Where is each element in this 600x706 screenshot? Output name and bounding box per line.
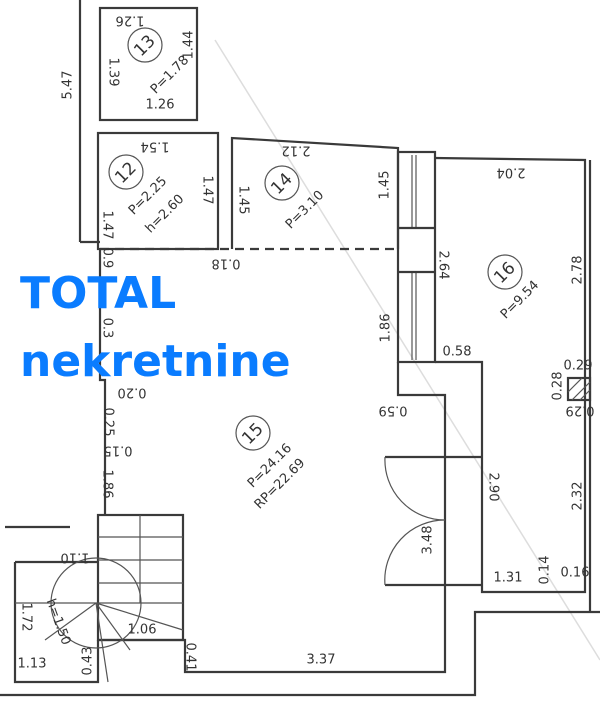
watermark-line2: nekretnine	[20, 336, 291, 387]
scan-line	[214, 39, 600, 661]
dimension-label: 1.10	[61, 550, 90, 565]
dimension-label: 1.54	[141, 139, 170, 154]
dimension-label: 0.3	[100, 318, 115, 339]
dimension-label: 1.06	[128, 623, 157, 638]
room-number: 13	[130, 31, 159, 60]
room-number: 16	[490, 258, 519, 287]
dimension-label: 1.86	[379, 314, 394, 343]
room-14-badge	[264, 165, 300, 201]
dimension-label: 5.47	[61, 71, 76, 100]
room-12-outline	[96, 131, 220, 251]
dimension-label: 2.90	[486, 473, 501, 502]
dimension-label: 1.13	[18, 657, 47, 672]
dimension-label: 1.26	[116, 13, 145, 28]
dimension-label: 2.12	[282, 143, 311, 158]
dimension-label: 1.47	[200, 176, 215, 205]
dimension-label: 1.39	[106, 58, 121, 87]
dimension-label: 0.16	[561, 566, 590, 581]
dimension-label: 0.14	[538, 556, 553, 585]
room-13-outline	[98, 6, 199, 122]
dimension-label: 2.64	[436, 251, 451, 280]
dimension-labels: 1.26 1.39 1.44 1.26 5.47 1.54 1.47 1.47 2.12 1.45…	[18, 13, 595, 676]
watermark-line1: TOTAL	[20, 268, 177, 319]
room-number: 15	[238, 419, 267, 448]
dimension-label: 0.29	[564, 359, 593, 374]
room-16-badge	[487, 254, 523, 290]
room-13-badge	[127, 27, 163, 63]
dimension-label: 0.43	[81, 647, 96, 676]
dimension-label: 0.41	[183, 643, 198, 672]
dimension-label: 0.20	[118, 385, 147, 400]
dimension-label: 2.78	[571, 256, 586, 285]
dimension-label: 1.72	[19, 603, 34, 632]
dimension-label: 2.32	[571, 482, 586, 511]
dimension-label: 2.04	[497, 165, 526, 180]
dimension-label: 1.44	[182, 31, 197, 60]
dimension-label: 3.48	[421, 526, 436, 555]
dimension-label: 1.86	[100, 470, 115, 499]
room-number: 14	[267, 169, 296, 198]
chimney-hatch	[566, 376, 592, 402]
dimension-label: 0.59	[379, 403, 408, 418]
dimension-label: 0.25	[101, 408, 116, 437]
door-swing	[384, 456, 446, 586]
dimension-label: 0.28	[551, 372, 566, 401]
dimension-label: 0.58	[443, 345, 472, 360]
room-12-badge	[108, 154, 144, 190]
dimension-label: 1.45	[378, 171, 393, 200]
dimension-label: 1.31	[494, 571, 523, 586]
dimension-label: 3.37	[307, 653, 336, 668]
dimension-label: h=1.50	[43, 597, 74, 647]
dimension-label: 0.15	[104, 443, 133, 458]
dimension-label: 0.18	[212, 256, 241, 271]
dimension-label: 1.26	[146, 98, 175, 113]
window-column	[396, 150, 437, 364]
dimension-label: 1.45	[236, 186, 251, 215]
dimension-label: 0.9	[100, 248, 115, 269]
dimension-label: 1.47	[100, 211, 115, 240]
room-number: 12	[111, 158, 140, 187]
dimension-label: 0.29	[566, 403, 595, 418]
room-15-badge	[235, 415, 271, 451]
